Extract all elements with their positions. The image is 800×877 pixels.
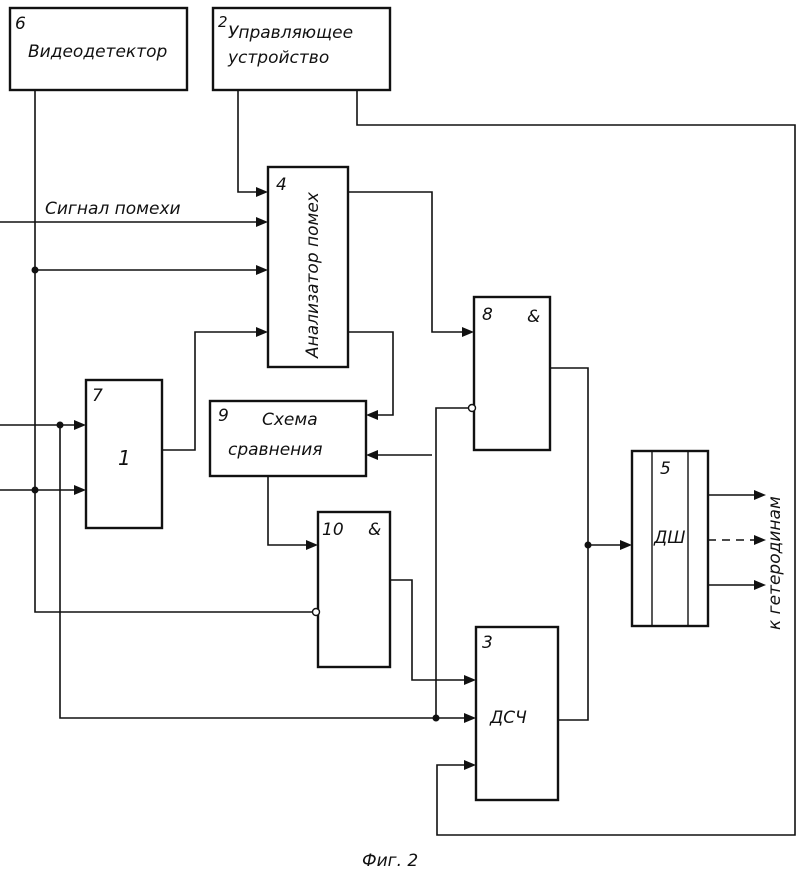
- wire-block10-to-dsch: [390, 580, 470, 680]
- block-number: 7: [92, 386, 103, 406]
- wire-control-to-dsch-loop: [357, 90, 795, 835]
- junction-dot: [32, 487, 39, 494]
- block-title-line1: Схема: [262, 410, 318, 430]
- block-number: 4: [276, 175, 287, 195]
- arrow-compare-in2: [366, 450, 378, 460]
- block-title-line1: Управляющее: [228, 23, 353, 43]
- block-10-and: 10 &: [313, 512, 391, 667]
- to-heterodynes-label: к гетеродинам: [765, 496, 785, 630]
- block-title: Видеодетектор: [28, 42, 167, 62]
- arrow-inputa-dsch: [464, 713, 476, 723]
- block-inner-label: ДСЧ: [489, 708, 527, 728]
- block-inner-label: ДШ: [653, 528, 685, 548]
- arrow-input-a-block7: [74, 420, 86, 430]
- block-3-dsch: 3 ДСЧ: [476, 627, 558, 800]
- block-title-line2: устройство: [227, 48, 329, 68]
- block-number: 9: [218, 406, 229, 426]
- figure-caption: Фиг. 2: [362, 851, 418, 871]
- arrow-analyzer-compare: [366, 410, 378, 420]
- block-and-symbol: &: [368, 520, 381, 540]
- inverted-input-circle: [469, 405, 476, 412]
- arrow-compare-block10: [306, 540, 318, 550]
- arrow-bus-decoder: [620, 540, 632, 550]
- block-number: 10: [322, 520, 344, 540]
- block-videodetector: 6 Видеодетектор: [10, 8, 187, 90]
- junction-dot: [433, 715, 440, 722]
- arrow-block10-dsch: [464, 675, 476, 685]
- interference-signal-label: Сигнал помехи: [45, 199, 181, 219]
- arrow-interference-analyzer: [256, 217, 268, 227]
- wire-control-to-analyzer: [238, 90, 262, 192]
- junction-dot: [57, 422, 64, 429]
- arrow-input-b-block7: [74, 485, 86, 495]
- block-number: 6: [15, 14, 26, 34]
- arrow-analyzer-block8: [462, 327, 474, 337]
- block-title: Анализатор помех: [303, 191, 323, 359]
- arrow-vd-analyzer: [256, 265, 268, 275]
- block-comparison-circuit: 9 Схема сравнения: [210, 401, 366, 476]
- inverted-input-circle: [313, 609, 320, 616]
- arrow-control-analyzer: [256, 187, 268, 197]
- block-and-symbol: &: [527, 307, 540, 327]
- block-control-device: 2 Управляющее устройство: [213, 8, 390, 90]
- block-title-line2: сравнения: [228, 440, 323, 460]
- block-number: 5: [660, 459, 671, 479]
- wire-compare-to-block10: [268, 477, 312, 545]
- block-number: 8: [482, 305, 493, 325]
- junction-dot: [32, 267, 39, 274]
- arrow-block7-analyzer: [256, 327, 268, 337]
- block-5-decoder: 5 ДШ: [632, 451, 708, 626]
- wire-analyzer-to-block8: [348, 192, 468, 332]
- block-inner-label: 1: [118, 446, 131, 470]
- block-analyzer: 4 Анализатор помех: [268, 167, 348, 367]
- block-number: 3: [482, 633, 493, 653]
- wire-block8-inv-bus: [436, 408, 468, 718]
- block-number: 2: [218, 13, 228, 31]
- block-8-and: 8 &: [469, 297, 551, 450]
- block-7: 7 1: [86, 380, 162, 528]
- junction-dot: [585, 542, 592, 549]
- arrow-loop-dsch: [464, 760, 476, 770]
